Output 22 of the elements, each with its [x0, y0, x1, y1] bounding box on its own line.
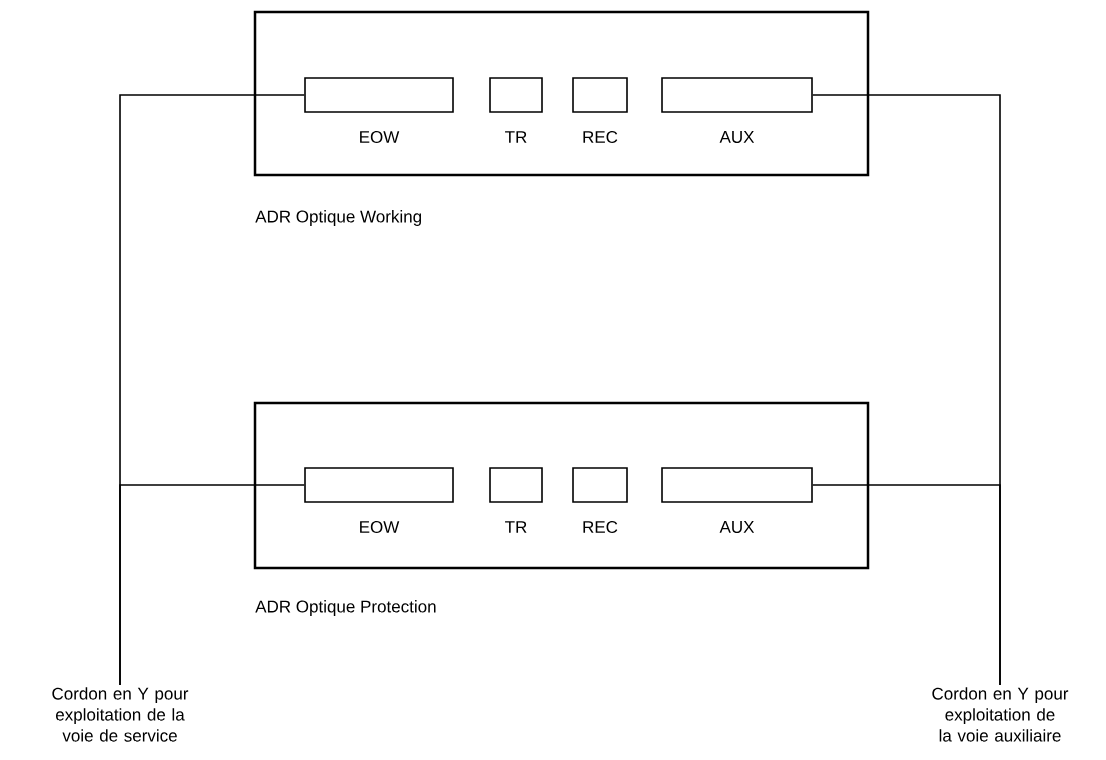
port-box: REC [572, 77, 628, 143]
port-box: EOW [304, 467, 454, 533]
node-label: EOW [360, 130, 400, 144]
port-box: TR [489, 77, 543, 143]
cord-line [119, 484, 305, 686]
node-label: TR [505, 521, 527, 533]
port-box: TR [489, 467, 543, 533]
node-label: ADR Optique Protection [255, 600, 436, 616]
node-label: AUX [719, 521, 755, 533]
node-label: AUX [719, 131, 755, 143]
node-label: REC [583, 520, 618, 534]
node-label: EOW [360, 520, 400, 534]
port-box: AUX [661, 467, 813, 533]
port-box: AUX [661, 77, 813, 143]
node-label: TR [505, 131, 527, 143]
node-label: ADR Optique Working [255, 210, 422, 226]
port-box: EOW [304, 77, 454, 143]
port-box: REC [572, 467, 628, 533]
node-label: REC [583, 130, 618, 144]
cord-line [812, 484, 1001, 686]
cord-label: Cordon en Y pour exploitation de la voie de service [52, 687, 189, 742]
cord-label: Cordon en Y pour exploitation de la voie auxiliaire [932, 687, 1069, 742]
